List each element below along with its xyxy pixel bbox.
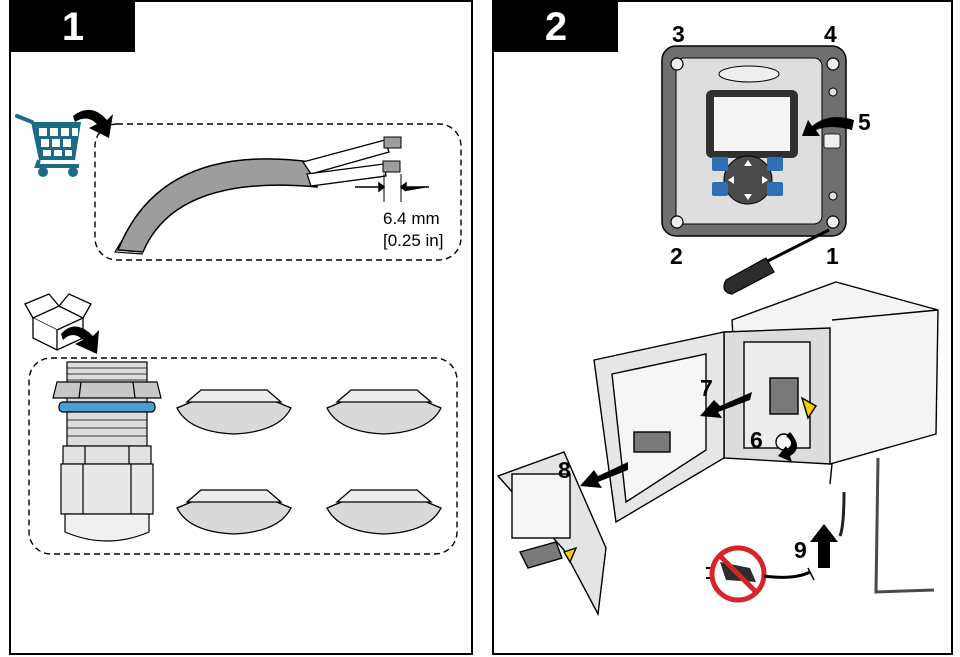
strip-length-metric: 6.4 mm xyxy=(383,209,440,228)
step-1-illustration: 6.4 mm [0.25 in] xyxy=(15,109,462,555)
kit-contents-frame xyxy=(28,357,458,555)
curved-arrow-icon xyxy=(73,109,113,138)
callout-7: 7 xyxy=(700,375,713,401)
arrow-icon xyxy=(700,392,752,418)
step-1-panel: 1 xyxy=(9,0,473,655)
arrow-icon xyxy=(580,462,628,488)
sealing-plug xyxy=(326,489,442,535)
shopping-cart-icon xyxy=(15,114,81,177)
step-2-illustration: 3 4 5 2 1 xyxy=(496,21,939,617)
screwdriver-icon xyxy=(723,228,830,295)
controller-front xyxy=(661,45,847,237)
strip-length-imperial: [0.25 in] xyxy=(383,231,444,250)
terminal-cover xyxy=(496,451,607,617)
callout-8: 8 xyxy=(558,457,571,483)
callout-2: 2 xyxy=(670,243,683,269)
callout-3: 3 xyxy=(672,21,685,47)
curved-arrow-icon xyxy=(61,326,99,354)
cable-illustration xyxy=(113,136,429,255)
screw-icon xyxy=(670,57,840,229)
arrow-icon xyxy=(802,117,854,136)
sealing-plug xyxy=(176,489,292,535)
sealing-plug xyxy=(176,389,292,435)
cable-detail-frame xyxy=(94,123,462,261)
callout-6: 6 xyxy=(750,427,763,453)
sealing-plug xyxy=(326,389,442,435)
cable-gland xyxy=(52,361,162,542)
arrow-icon xyxy=(810,524,838,568)
rotation-arrow-icon xyxy=(778,432,797,462)
callout-4: 4 xyxy=(824,21,837,47)
step-2-badge: 2 xyxy=(494,2,618,52)
controller-enclosure xyxy=(593,281,939,594)
step-2-panel: 2 3 4 5 xyxy=(492,0,953,655)
callout-5: 5 xyxy=(858,109,871,135)
callout-1: 1 xyxy=(826,243,839,269)
callout-9: 9 xyxy=(794,537,807,563)
no-power-plug-icon xyxy=(706,545,815,603)
step-1-badge: 1 xyxy=(11,2,135,52)
